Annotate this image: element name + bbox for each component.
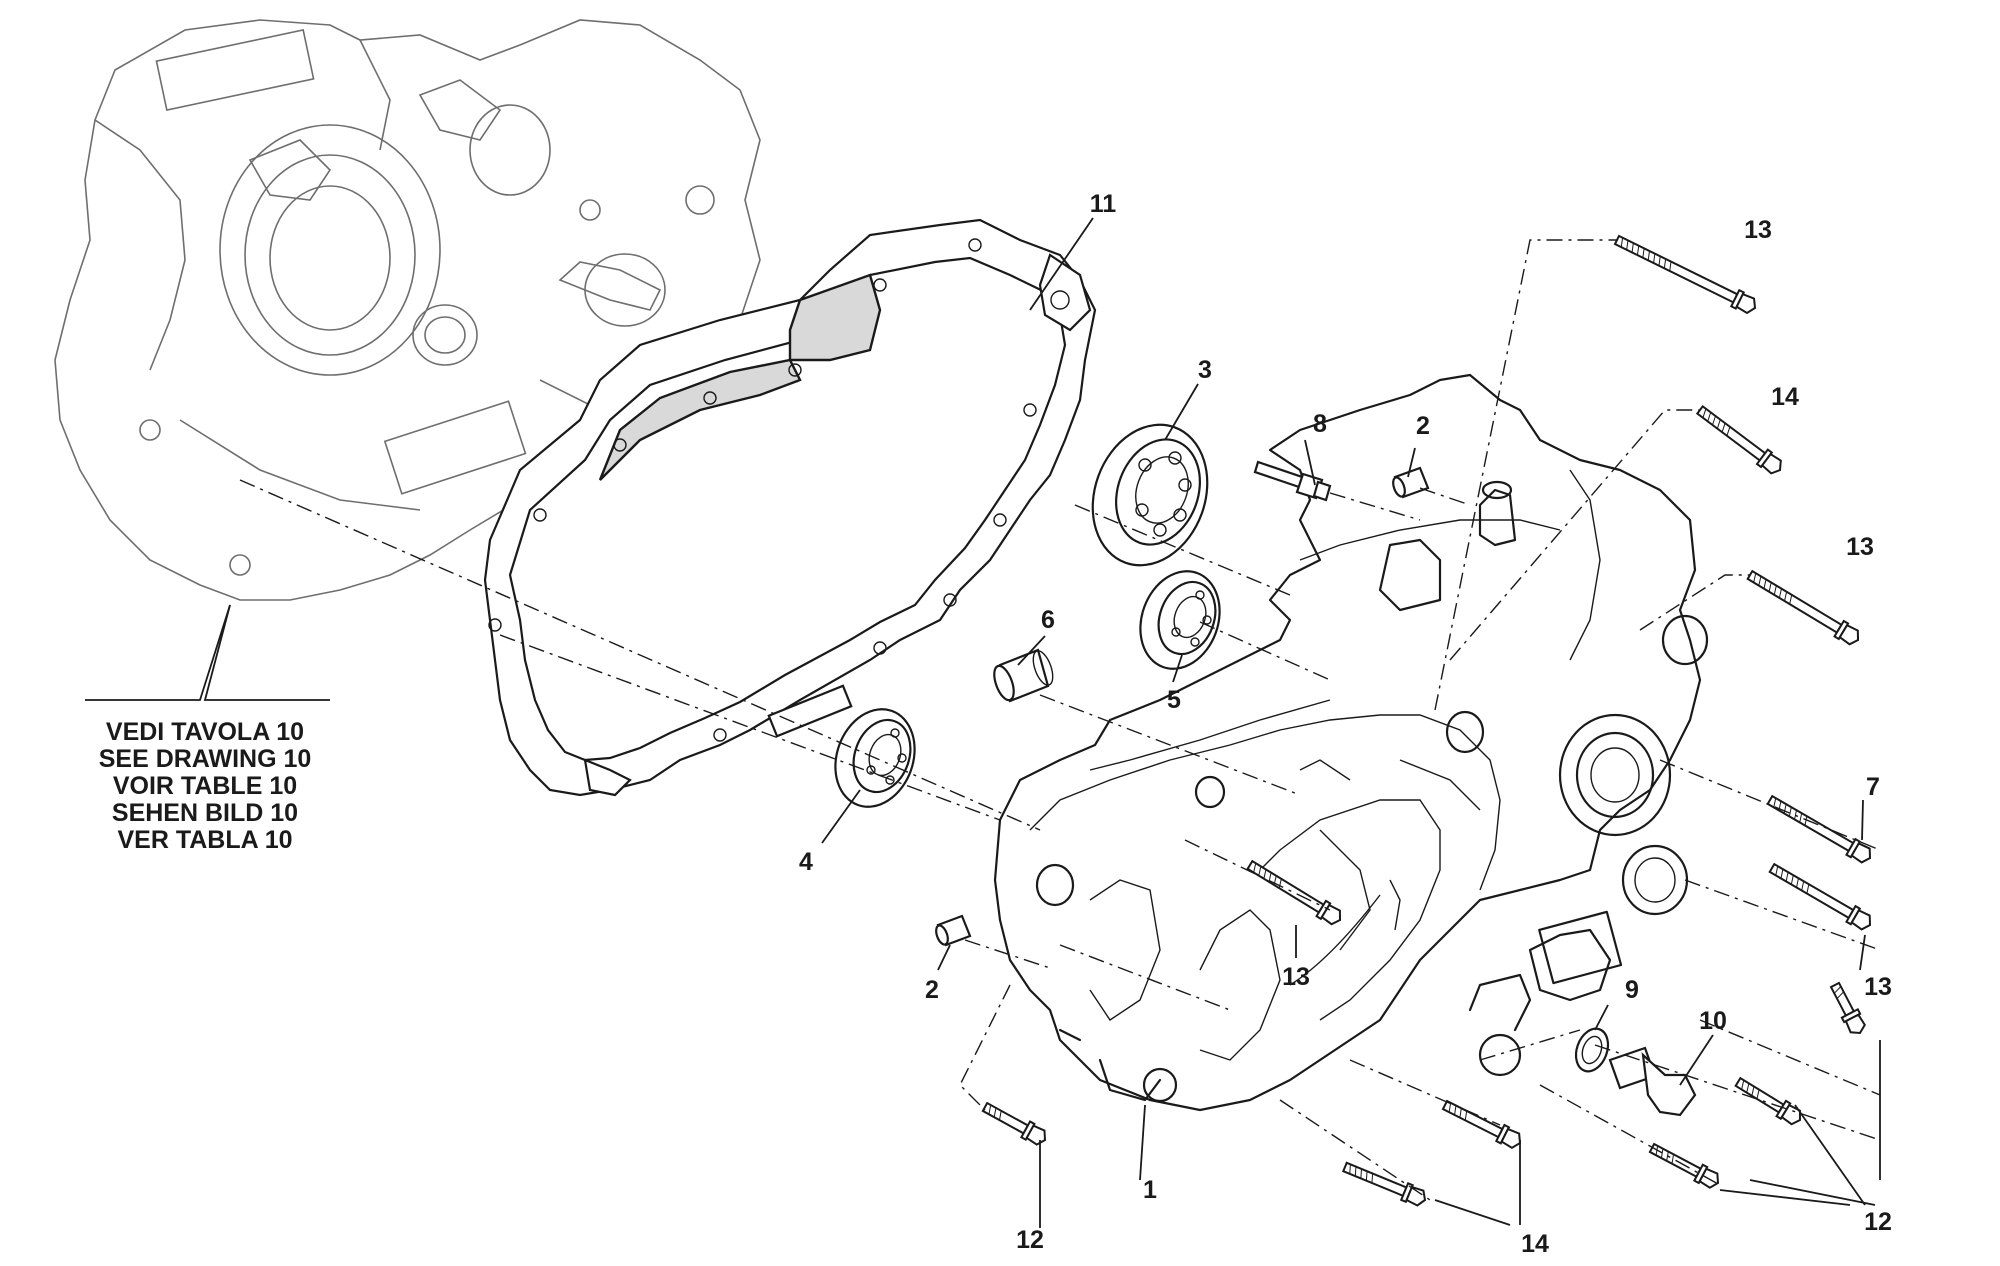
bearing-5 <box>1139 570 1221 670</box>
callout-13-top: 13 <box>1744 216 1772 244</box>
needle-bushing-6 <box>993 648 1054 703</box>
note-line-5: VER TABLA 10 <box>117 826 292 854</box>
callout-leaders <box>821 217 1881 1228</box>
callout-2-upper: 2 <box>1416 412 1430 440</box>
stud-8 <box>1253 460 1332 502</box>
callout-1: 1 <box>1143 1176 1157 1204</box>
callout-12-right: 12 <box>1864 1208 1892 1236</box>
callout-9: 9 <box>1625 976 1639 1004</box>
callout-5: 5 <box>1167 686 1181 714</box>
callout-13-center: 13 <box>1282 963 1310 991</box>
callout-2-lower: 2 <box>925 976 939 1004</box>
callout-12-left: 12 <box>1016 1226 1044 1254</box>
note-leader-underline <box>203 604 330 701</box>
bolt-7 <box>1766 794 1872 864</box>
bolt-13-mid <box>1746 569 1860 646</box>
bolt-12-left <box>981 1101 1047 1146</box>
callout-13-right: 13 <box>1864 973 1892 1001</box>
callout-10: 10 <box>1699 1007 1727 1035</box>
assembly-centerlines <box>239 239 1881 1201</box>
note-line-3: VOIR TABLE 10 <box>113 772 297 800</box>
note-leader-line <box>85 604 231 701</box>
gasket <box>483 218 1097 797</box>
bolt-12-right-low <box>1648 1142 1720 1189</box>
sealing-washer-9 <box>1574 1027 1610 1073</box>
callout-7: 7 <box>1866 773 1880 801</box>
callout-8: 8 <box>1313 410 1327 438</box>
bearing-3 <box>1091 423 1209 567</box>
bolt-14-top <box>1695 404 1782 475</box>
bolt-13-center <box>1246 859 1342 926</box>
callout-11: 11 <box>1090 190 1117 218</box>
right-crankcase-half <box>993 373 1709 1112</box>
note-line-2: SEE DRAWING 10 <box>99 745 312 773</box>
note-line-1: VEDI TAVOLA 10 <box>106 718 304 746</box>
bolt-12-right-top <box>1829 981 1866 1035</box>
bolt-group <box>981 234 1872 1207</box>
callout-14-bottom: 14 <box>1521 1230 1549 1258</box>
note-line-4: SEHEN BILD 10 <box>112 799 298 827</box>
dowel-pin-upper <box>1392 466 1430 499</box>
dowel-pin-lower <box>935 914 972 947</box>
callout-3: 3 <box>1198 356 1212 384</box>
callout-13-mid: 13 <box>1846 533 1874 561</box>
bolt-14-bottom-right <box>1441 1099 1522 1150</box>
bolt-13-top <box>1613 234 1757 315</box>
bolt-13-right <box>1768 862 1872 931</box>
callout-4: 4 <box>799 848 813 876</box>
drain-plug-10 <box>1608 1046 1697 1117</box>
bolt-12-right-mid <box>1734 1076 1802 1126</box>
callout-6: 6 <box>1041 606 1055 634</box>
callout-14-top: 14 <box>1771 383 1799 411</box>
bolt-14-bottom-left <box>1341 1161 1427 1207</box>
